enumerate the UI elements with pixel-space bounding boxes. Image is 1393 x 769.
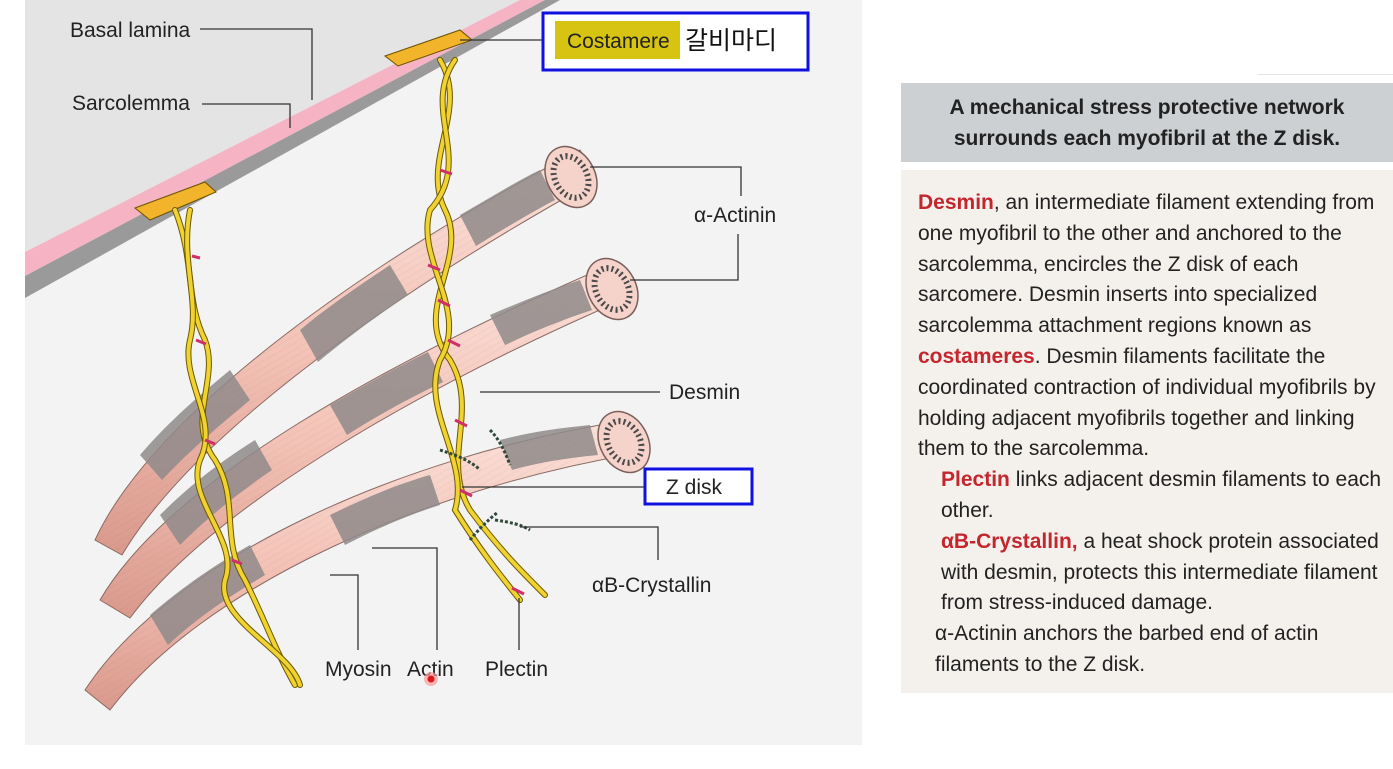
plectin-link	[192, 256, 200, 258]
label-costamere: Costamere	[567, 30, 670, 53]
label-basal-lamina: Basal lamina	[70, 19, 191, 42]
label-alpha-b-crystallin: αB-Crystallin	[592, 574, 712, 597]
info-panel-body: Desmin, an intermediate filament extendi…	[901, 170, 1393, 693]
term-alpha-b-crystallin: αB-Crystallin,	[941, 530, 1078, 553]
label-z-disk: Z disk	[666, 476, 723, 499]
term-desmin: Desmin	[918, 191, 994, 214]
info-title-line-1: A mechanical stress protective network	[950, 92, 1345, 123]
myofibril-diagram: Basal lamina Sarcolemma Costamere 갈비마디 α…	[0, 0, 870, 769]
info-title-line-2: surrounds each myofibril at the Z disk.	[950, 123, 1345, 154]
label-alpha-actinin: α-Actinin	[694, 204, 776, 227]
pointer-cursor-center	[428, 676, 435, 683]
term-costameres: costameres	[918, 345, 1035, 368]
info-panel-title: A mechanical stress protective network s…	[901, 83, 1393, 162]
info-paragraph-desmin: Desmin, an intermediate filament extendi…	[918, 188, 1383, 465]
label-myosin: Myosin	[325, 658, 392, 681]
info-paragraph-plectin: Plectin links adjacent desmin filaments …	[918, 465, 1383, 527]
label-desmin: Desmin	[669, 381, 740, 404]
top-right-panel-edge	[1258, 0, 1393, 75]
info-paragraph-crystallin: αB-Crystallin, a heat shock protein asso…	[918, 527, 1383, 619]
label-costamere-korean: 갈비마디	[685, 26, 777, 55]
label-sarcolemma: Sarcolemma	[72, 92, 190, 115]
term-plectin: Plectin	[941, 468, 1010, 491]
alpha-actinin-text: α-Actinin anchors the barbed end of acti…	[935, 622, 1318, 676]
info-paragraph-alpha-actinin: α-Actinin anchors the barbed end of acti…	[918, 619, 1383, 681]
label-plectin: Plectin	[485, 658, 548, 681]
